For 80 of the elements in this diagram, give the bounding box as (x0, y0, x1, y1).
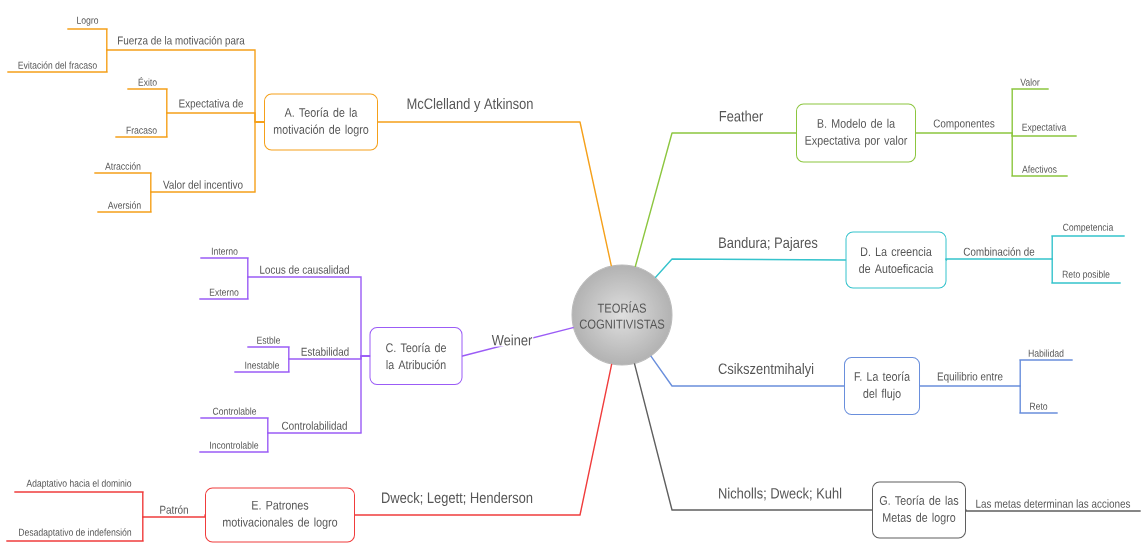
topic-label: Inestable (245, 361, 280, 369)
branch-line (1019, 359, 1073, 387)
edge-label: Nicholls; Dweck; Kuhl (717, 486, 843, 502)
topic-box: A. Teoría de la motivación de logro (264, 93, 378, 151)
edge-label: Csikszentmihalyi (717, 362, 816, 378)
topic-label: Competencia (1063, 223, 1114, 233)
edge-label: Weiner (490, 333, 534, 347)
topic-label: Logro (77, 16, 99, 26)
topic-label: Componentes (933, 119, 995, 130)
topic-box: G. Teoría de las Metas de logro (872, 481, 966, 539)
topic-label: Interno (211, 247, 238, 255)
branch-line (200, 257, 249, 278)
topic-label: Habilidad (1028, 349, 1064, 357)
topic-label: Afectivos (1022, 165, 1057, 173)
branch-line (919, 385, 1021, 387)
edge-label: Bandura; Pajares (717, 236, 819, 252)
branch-line (654, 258, 847, 279)
topic-box: C. Teoría de la Atribución (369, 327, 463, 385)
topic-label: Incontrolable (210, 441, 259, 449)
branch-line (1019, 385, 1058, 414)
topic-box: E. Patrones motivacionales de logro (205, 487, 355, 543)
branch-line (1051, 258, 1121, 284)
branch-line (14, 491, 144, 518)
topic-label: Valor del incentivo (163, 180, 243, 189)
topic-label: Éxito (138, 77, 157, 86)
topic-label: Estble (257, 336, 281, 344)
topic-label: Desadaptativo de indefensión (19, 528, 132, 538)
edge-label: McClelland y Atkinson (405, 97, 535, 113)
branch-line (7, 49, 108, 73)
topic-label: Equilibrio entre (937, 372, 1003, 383)
topic-label: Fuerza de la motivación para (118, 35, 245, 47)
branch-line (1011, 88, 1049, 134)
topic-label: Aversión (107, 201, 141, 209)
branch-line (965, 509, 1141, 512)
branch-line (267, 355, 371, 434)
topic-label: Controlable (212, 407, 257, 415)
topic-box: F. La teoría del flujo (844, 357, 920, 415)
topic-label: Atracción (105, 162, 141, 170)
branch-line (650, 355, 845, 387)
branch-line (115, 112, 168, 138)
branch-line (915, 132, 1013, 134)
branch-line (199, 432, 269, 453)
topic-label: Las metas determinan las acciones (976, 499, 1131, 508)
branch-line (150, 121, 265, 193)
branch-line (127, 88, 168, 114)
topic-label: Combinación de (963, 247, 1035, 256)
branch-line (1011, 132, 1077, 137)
topic-box: D. La creencia de Autoeficacia (845, 231, 947, 289)
branch-line (6, 516, 144, 542)
branch-line (1011, 132, 1068, 177)
branch-line (354, 363, 613, 516)
branch-line (97, 191, 152, 213)
topic-box: B. Modelo de la Expectativa por valor (796, 103, 916, 163)
branch-line (634, 132, 797, 267)
topic-label: Estabilidad (301, 347, 349, 356)
topic-label: Fracaso (126, 126, 157, 134)
branch-line (247, 346, 290, 360)
branch-line (199, 276, 249, 300)
branch-line (67, 28, 108, 51)
topic-label: Reto posible (1062, 270, 1110, 280)
branch-line (377, 121, 612, 267)
branch-line (633, 363, 873, 511)
topic-label: Controlabilidad (282, 421, 347, 430)
branch-line (200, 417, 269, 434)
branch-line (945, 258, 1053, 261)
topic-label: Valor (1020, 78, 1040, 86)
topic-label: Patrón (160, 505, 188, 514)
branch-line (94, 172, 152, 193)
topic-label: Expectativa (1022, 123, 1067, 133)
topic-label: Externo (209, 288, 239, 296)
edge-label: Feather (717, 109, 765, 123)
topic-label: Reto (1030, 402, 1048, 410)
branch-line (1051, 235, 1125, 260)
topic-label: Adaptativo hacia el dominio (26, 479, 132, 489)
branch-line (234, 358, 290, 373)
branch-line (142, 514, 206, 518)
edge-label: Dweck; Legett; Henderson (380, 491, 534, 507)
topic-label: Expectativa de (179, 99, 243, 110)
topic-label: Locus de causalidad (260, 265, 349, 274)
topic-label: Evitación del fracaso (18, 61, 97, 69)
